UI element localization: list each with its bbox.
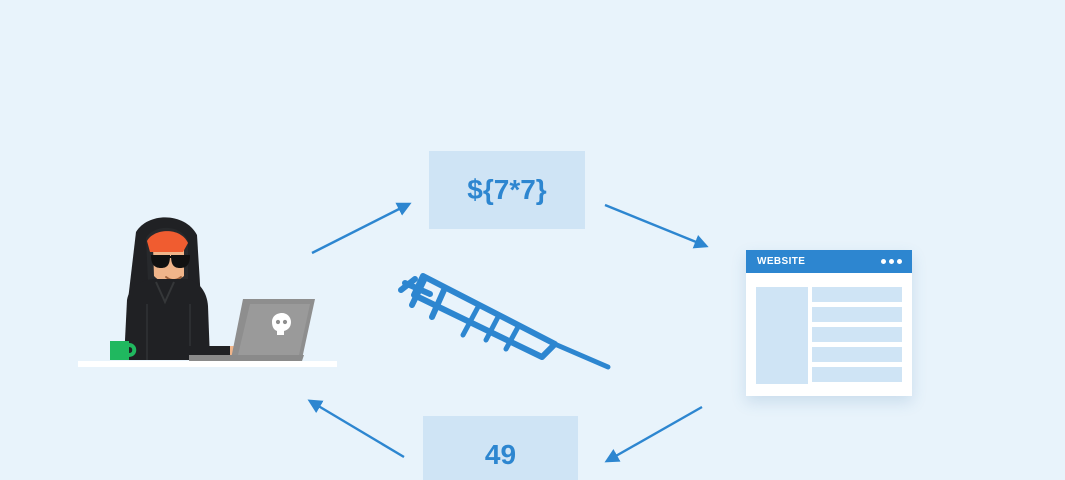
- website-label: WEBSITE: [757, 256, 806, 267]
- website-sidebar-block: [756, 287, 808, 384]
- website-content-line: [812, 367, 902, 382]
- syringe-icon: [398, 273, 611, 370]
- website-content-line: [812, 347, 902, 362]
- payload-input-box: ${7*7}: [429, 151, 585, 229]
- arrow-output-to-attacker: [307, 399, 405, 459]
- arrow-payload-to-website: [604, 203, 709, 249]
- website-content-line: [812, 287, 902, 302]
- ellipsis-icon: [881, 259, 902, 264]
- website-window-icon: WEBSITE: [746, 250, 912, 396]
- arrow-website-to-output: [604, 405, 703, 463]
- hacker-icon: [78, 217, 337, 367]
- website-content-line: [812, 307, 902, 322]
- website-titlebar: WEBSITE: [746, 250, 912, 273]
- arrow-attacker-to-payload: [311, 202, 412, 255]
- payload-output-box: 49: [423, 416, 578, 480]
- menu-dot: [897, 259, 902, 264]
- menu-dot: [889, 259, 894, 264]
- menu-dot: [881, 259, 886, 264]
- website-content-line: [812, 327, 902, 342]
